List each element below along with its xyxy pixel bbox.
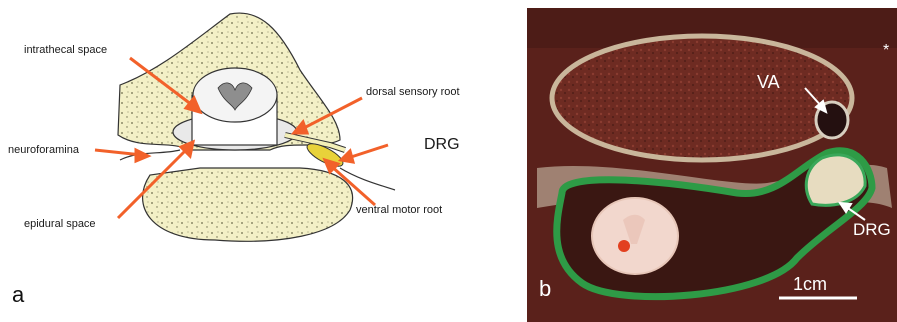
- label-ventral-motor-root: ventral motor root: [356, 204, 442, 216]
- vertebral-body: [143, 168, 353, 241]
- vertebral-body-section: [552, 36, 852, 160]
- label-asterisk: *: [883, 42, 889, 60]
- panel-a-illustration: intrathecal space neuroforamina epidural…: [0, 0, 500, 322]
- panel-letter-b: b: [539, 276, 551, 302]
- drg-section: [806, 155, 865, 205]
- label-scale-1cm: 1cm: [793, 274, 827, 295]
- panel-b-anatomical-section: VA DRG 1cm * b: [527, 8, 897, 322]
- red-marker-dot: [618, 240, 630, 252]
- panel-letter-a: a: [12, 282, 24, 308]
- label-va: VA: [757, 72, 780, 93]
- cryosection-photo: [527, 8, 897, 322]
- label-drg-photo: DRG: [853, 220, 891, 240]
- label-dorsal-sensory-root: dorsal sensory root: [366, 86, 460, 98]
- label-epidural-space: epidural space: [24, 218, 96, 230]
- label-intrathecal-space: intrathecal space: [24, 44, 107, 56]
- label-neuroforamina: neuroforamina: [8, 144, 79, 156]
- label-drg: DRG: [424, 136, 460, 154]
